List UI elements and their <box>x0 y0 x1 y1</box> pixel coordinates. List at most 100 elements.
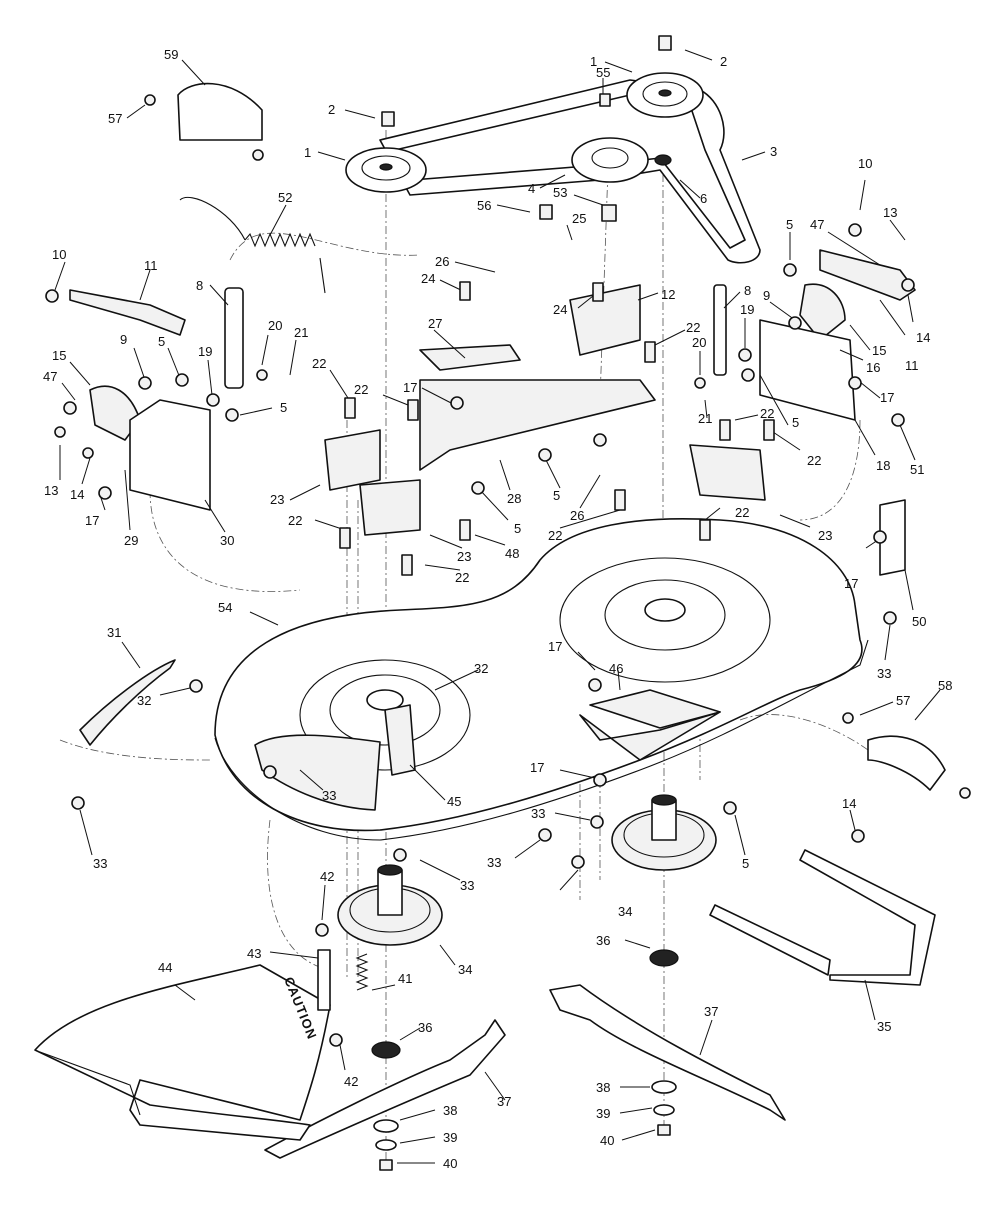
callout-34: 34 <box>618 904 632 919</box>
callout-37: 37 <box>497 1094 511 1109</box>
baffle-left <box>324 429 381 491</box>
callout-5: 5 <box>742 856 749 871</box>
callout-47: 47 <box>810 217 824 232</box>
callout-33: 33 <box>531 806 545 821</box>
hardware-stack-right <box>651 1080 677 1136</box>
callout-30: 30 <box>220 533 234 548</box>
callout-56: 56 <box>477 198 491 213</box>
callout-36: 36 <box>418 1020 432 1035</box>
callout-55: 55 <box>596 65 610 80</box>
callout-12: 12 <box>661 287 675 302</box>
callout-11: 11 <box>144 258 158 273</box>
callout-13: 13 <box>44 483 58 498</box>
callout-54: 54 <box>218 600 232 615</box>
callout-22: 22 <box>288 513 302 528</box>
belt-drive <box>345 72 761 264</box>
callout-5: 5 <box>280 400 287 415</box>
callout-10: 10 <box>858 156 872 171</box>
callout-17: 17 <box>85 513 99 528</box>
callout-17: 17 <box>403 380 417 395</box>
callout-44: 44 <box>158 960 172 975</box>
callout-34: 34 <box>458 962 472 977</box>
idler-pulley <box>571 137 649 183</box>
callout-46: 46 <box>609 661 623 676</box>
deflector-31 <box>79 659 176 746</box>
callout-14: 14 <box>916 330 930 345</box>
blade-right <box>549 984 786 1121</box>
callout-15: 15 <box>52 348 66 363</box>
belt-cover-left <box>177 82 263 141</box>
spring-41 <box>355 953 369 991</box>
callout-22: 22 <box>455 570 469 585</box>
leaders <box>54 49 941 1164</box>
callout-50: 50 <box>912 614 926 629</box>
callout-26: 26 <box>435 254 449 269</box>
callout-22: 22 <box>760 406 774 421</box>
callout-17: 17 <box>844 576 858 591</box>
baffle-mid <box>359 479 421 536</box>
callouts: 59 57 2 1 1 2 55 3 4 53 6 52 56 25 10 13… <box>43 47 952 1171</box>
callout-39: 39 <box>443 1130 457 1145</box>
callout-25: 25 <box>572 211 586 226</box>
callout-29: 29 <box>124 533 138 548</box>
callout-2: 2 <box>328 102 335 117</box>
callout-23: 23 <box>270 492 284 507</box>
callout-19: 19 <box>740 302 754 317</box>
callout-5: 5 <box>792 415 799 430</box>
callout-40: 40 <box>443 1156 457 1171</box>
callout-22: 22 <box>548 528 562 543</box>
callout-32: 32 <box>137 693 151 708</box>
callout-58: 58 <box>938 678 952 693</box>
callout-5: 5 <box>786 217 793 232</box>
spindle-right <box>611 794 717 871</box>
callout-22: 22 <box>807 453 821 468</box>
callout-36: 36 <box>596 933 610 948</box>
callout-1: 1 <box>304 145 311 160</box>
bearing-right <box>649 949 679 967</box>
callout-33: 33 <box>93 856 107 871</box>
callout-9: 9 <box>763 288 770 303</box>
callout-24: 24 <box>553 302 567 317</box>
callout-38: 38 <box>443 1103 457 1118</box>
belt-cover-right <box>867 735 946 791</box>
callout-22: 22 <box>735 505 749 520</box>
callout-10: 10 <box>52 247 66 262</box>
callout-5: 5 <box>158 334 165 349</box>
callout-42: 42 <box>344 1074 358 1089</box>
callout-48: 48 <box>505 546 519 561</box>
callout-31: 31 <box>107 625 121 640</box>
callout-42: 42 <box>320 869 334 884</box>
callout-23: 23 <box>457 549 471 564</box>
callout-18: 18 <box>876 458 890 473</box>
callout-35: 35 <box>877 1019 891 1034</box>
callout-26: 26 <box>570 508 584 523</box>
blade-left <box>264 1019 506 1159</box>
callout-21: 21 <box>294 325 308 340</box>
callout-8: 8 <box>196 278 203 293</box>
callout-17: 17 <box>530 760 544 775</box>
callout-57: 57 <box>896 693 910 708</box>
callout-22: 22 <box>312 356 326 371</box>
callout-1: 1 <box>590 54 597 69</box>
callout-27: 27 <box>428 316 442 331</box>
callout-20: 20 <box>268 318 282 333</box>
callout-22: 22 <box>686 320 700 335</box>
callout-47: 47 <box>43 369 57 384</box>
spindle-left <box>337 864 443 946</box>
deck-bumper <box>709 849 936 986</box>
callout-6: 6 <box>700 191 707 206</box>
callout-14: 14 <box>842 796 856 811</box>
callout-39: 39 <box>596 1106 610 1121</box>
callout-14: 14 <box>70 487 84 502</box>
callout-13: 13 <box>883 205 897 220</box>
callout-9: 9 <box>120 332 127 347</box>
hardware <box>45 35 971 1047</box>
callout-16: 16 <box>866 360 880 375</box>
baffle-right <box>689 444 766 501</box>
discharge-chute: CAUTION <box>34 949 331 1141</box>
chute-bracket <box>317 949 331 1011</box>
bearing-left <box>371 1041 401 1059</box>
callout-57: 57 <box>108 111 122 126</box>
callout-38: 38 <box>596 1080 610 1095</box>
